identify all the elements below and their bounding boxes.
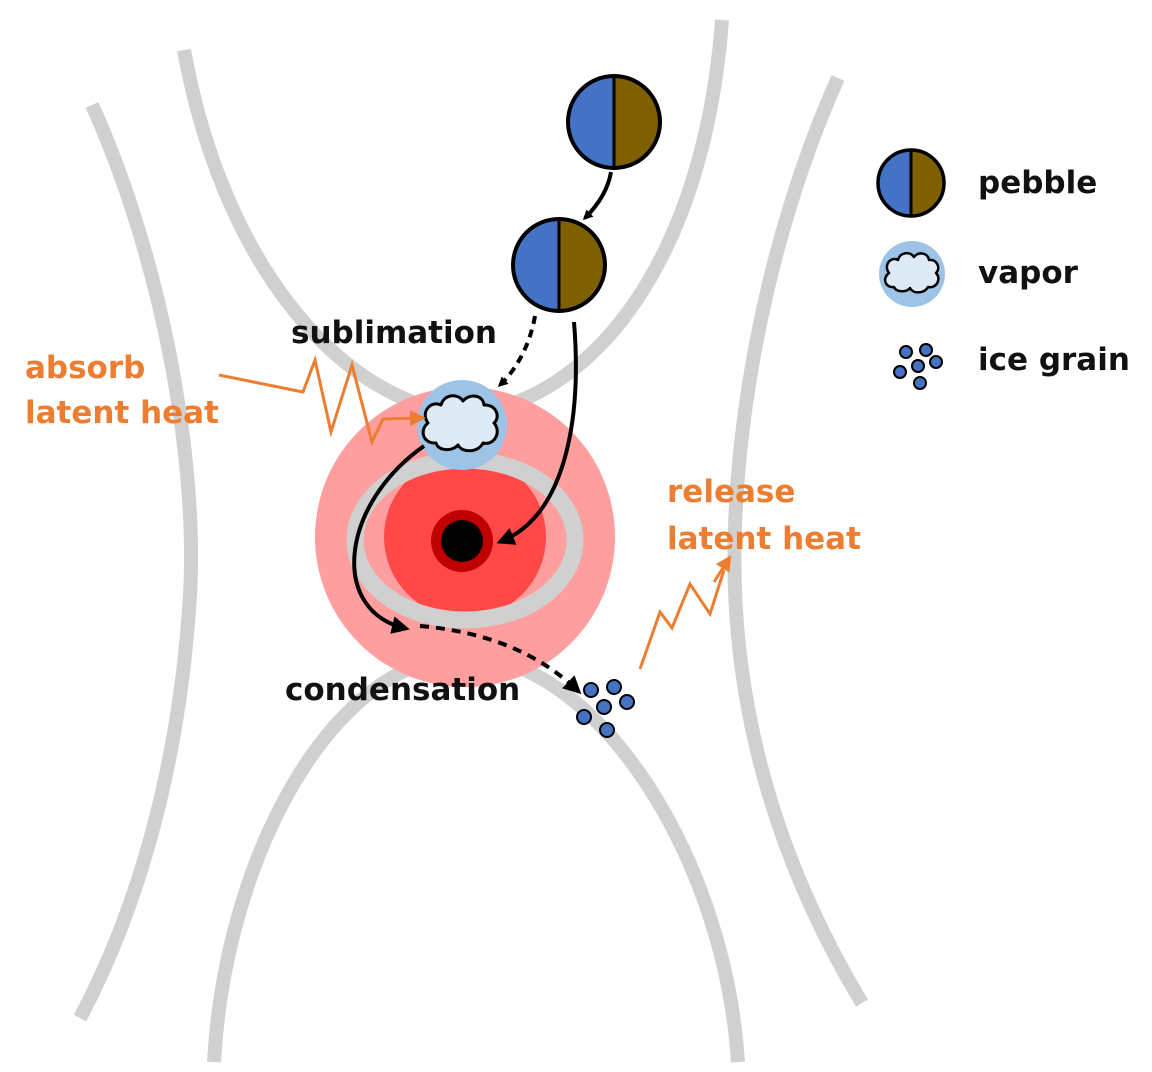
vapor-cloud-icon xyxy=(417,380,507,470)
flow-arrows xyxy=(352,171,613,695)
streamline-bottom-horseshoe xyxy=(207,647,745,1063)
release-heat-label-line2: latent heat xyxy=(667,521,861,557)
ice-grain-cluster-icon xyxy=(576,679,635,738)
absorb-heat-label-line2: latent heat xyxy=(25,395,219,431)
absorb-heat-label-line1: absorb xyxy=(25,350,145,386)
streamline-outer-right xyxy=(727,75,868,1007)
recycling-arrow xyxy=(352,444,426,634)
accretion-arrow xyxy=(496,321,578,545)
pebble-top-icon xyxy=(566,74,662,170)
heat-zigzag-arrow-icon xyxy=(638,569,726,670)
sublimation-label: sublimation xyxy=(291,315,497,351)
legend-ice-grain-label: ice grain xyxy=(978,342,1130,378)
legend-pebble-label: pebble xyxy=(978,165,1097,201)
streamline-outer-left xyxy=(73,102,199,1022)
heat-arrows xyxy=(218,354,732,670)
streamline-top-horseshoe xyxy=(177,19,729,423)
heat-zigzag-arrow-icon xyxy=(218,354,426,447)
planet-core-icon xyxy=(441,520,483,562)
legend-ice-grain-icon xyxy=(893,343,943,390)
pebble-lower-icon xyxy=(511,217,607,313)
legend-pebble-icon xyxy=(876,148,946,218)
sublimation-arrow xyxy=(497,315,537,388)
planet-envelope xyxy=(315,387,615,687)
legend-vapor-icon xyxy=(879,241,945,307)
pebble-drift-arrow xyxy=(582,171,613,221)
condensation-arrow xyxy=(419,624,582,695)
legend-vapor-label: vapor xyxy=(978,255,1079,291)
release-heat-label-line1: release xyxy=(667,474,795,510)
condensation-label: condensation xyxy=(285,672,520,708)
legend: pebble vapor ice grain xyxy=(876,148,1130,390)
